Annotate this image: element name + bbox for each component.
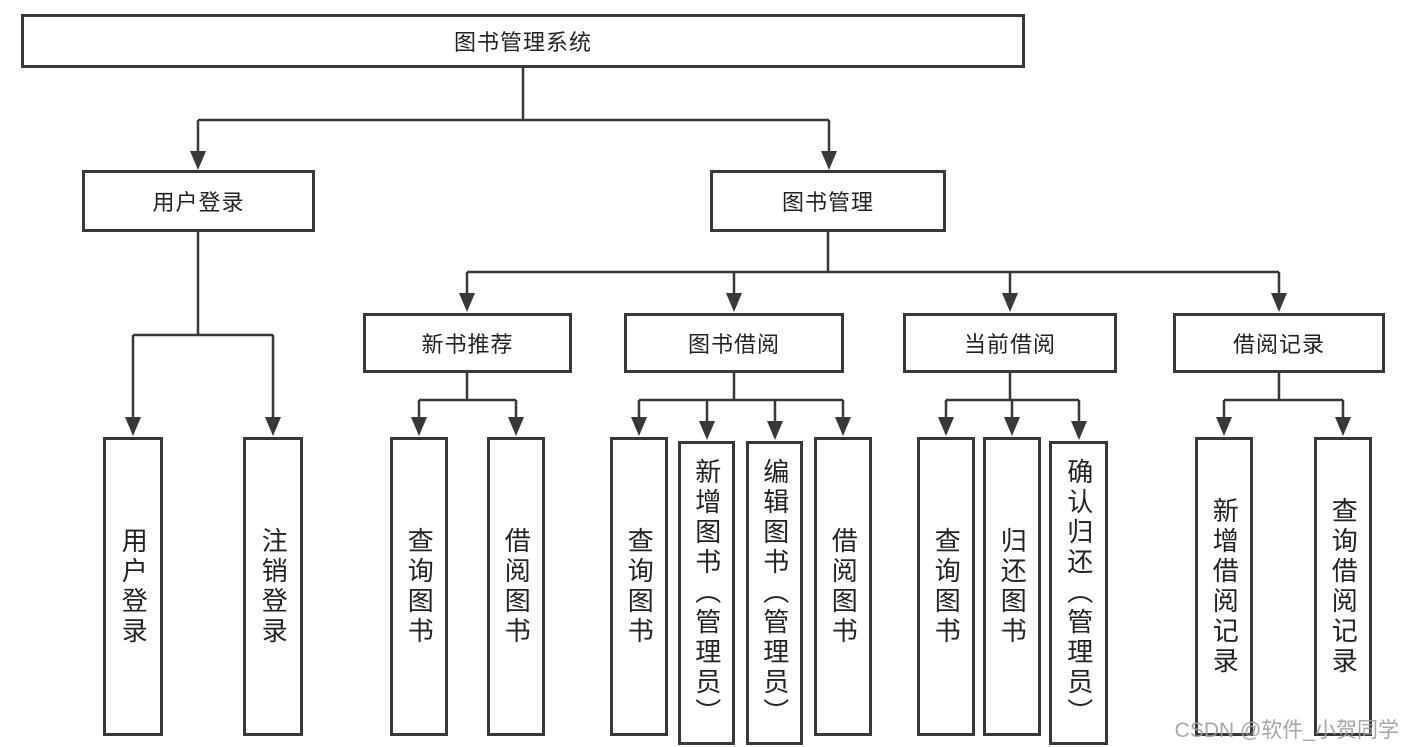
leaf-label: 注销登录 — [258, 526, 289, 647]
arrow-down-icon — [726, 293, 742, 312]
leaf-return-books: 归还图书 — [983, 437, 1041, 736]
edge-current-borrowing-to-leaves — [944, 373, 1081, 425]
leaf-label: 借阅图书 — [501, 526, 532, 647]
leaf-borrow-books-recommend: 借阅图书 — [487, 437, 545, 736]
edge-new-book-to-leaves — [417, 373, 518, 421]
leaf-label: 新增借阅记录 — [1209, 496, 1240, 677]
leaf-borrow-books: 借阅图书 — [814, 437, 872, 736]
leaf-label: 新增图书（管理员） — [691, 458, 722, 728]
arrow-down-icon — [821, 151, 837, 170]
node-root: 图书管理系统 — [21, 14, 1025, 68]
arrow-down-icon — [1216, 417, 1232, 436]
leaf-confirm-return-admin: 确认归还（管理员） — [1049, 441, 1108, 745]
edge-root-to-level2 — [196, 68, 831, 156]
leaf-label: 查询图书 — [624, 526, 655, 647]
leaf-edit-book-admin: 编辑图书（管理员） — [746, 441, 803, 745]
arrow-down-icon — [1002, 293, 1018, 312]
node-borrowing-records: 借阅记录 — [1173, 313, 1385, 373]
leaf-query-books-current: 查询图书 — [917, 437, 975, 736]
arrowheads — [125, 151, 1351, 440]
edge-user-login-to-leaves — [131, 232, 275, 421]
node-book-borrowing: 图书借阅 — [624, 313, 844, 373]
arrow-down-icon — [265, 417, 281, 436]
leaf-query-books-borrowing: 查询图书 — [610, 437, 668, 736]
arrow-down-icon — [699, 421, 715, 440]
arrow-down-icon — [125, 417, 141, 436]
leaf-label: 归还图书 — [997, 526, 1028, 647]
arrow-down-icon — [835, 417, 851, 436]
node-current-borrowing: 当前借阅 — [903, 313, 1117, 373]
leaf-add-borrow-record: 新增借阅记录 — [1195, 437, 1253, 736]
leaf-label: 编辑图书（管理员） — [759, 458, 790, 728]
arrow-down-icon — [767, 421, 783, 440]
arrow-down-icon — [938, 417, 954, 436]
node-new-book-recommendation: 新书推荐 — [363, 313, 572, 373]
leaf-label: 确认归还（管理员） — [1063, 458, 1094, 728]
node-book-management: 图书管理 — [710, 170, 946, 232]
leaf-query-books-recommend: 查询图书 — [390, 437, 448, 736]
leaf-query-borrow-record: 查询借阅记录 — [1314, 437, 1372, 736]
leaf-label: 查询图书 — [931, 526, 962, 647]
arrow-down-icon — [508, 417, 524, 436]
edge-borrowing-records-to-leaves — [1222, 373, 1345, 421]
edge-book-borrowing-to-leaves — [637, 373, 845, 425]
arrow-down-icon — [1071, 421, 1087, 440]
arrow-down-icon — [190, 151, 206, 170]
arrow-down-icon — [631, 417, 647, 436]
leaf-user-login: 用户登录 — [103, 437, 163, 736]
leaf-label: 借阅图书 — [828, 526, 859, 647]
leaf-label: 用户登录 — [118, 526, 149, 647]
leaf-add-book-admin: 新增图书（管理员） — [678, 441, 735, 745]
arrow-down-icon — [1271, 293, 1287, 312]
leaf-label: 查询借阅记录 — [1328, 496, 1359, 677]
arrow-down-icon — [459, 293, 475, 312]
arrow-down-icon — [1004, 417, 1020, 436]
leaf-label: 查询图书 — [404, 526, 435, 647]
edge-book-management-to-level3 — [465, 232, 1281, 298]
leaf-logout: 注销登录 — [243, 437, 303, 736]
arrow-down-icon — [411, 417, 427, 436]
arrow-down-icon — [1335, 417, 1351, 436]
node-user-login: 用户登录 — [82, 170, 315, 232]
